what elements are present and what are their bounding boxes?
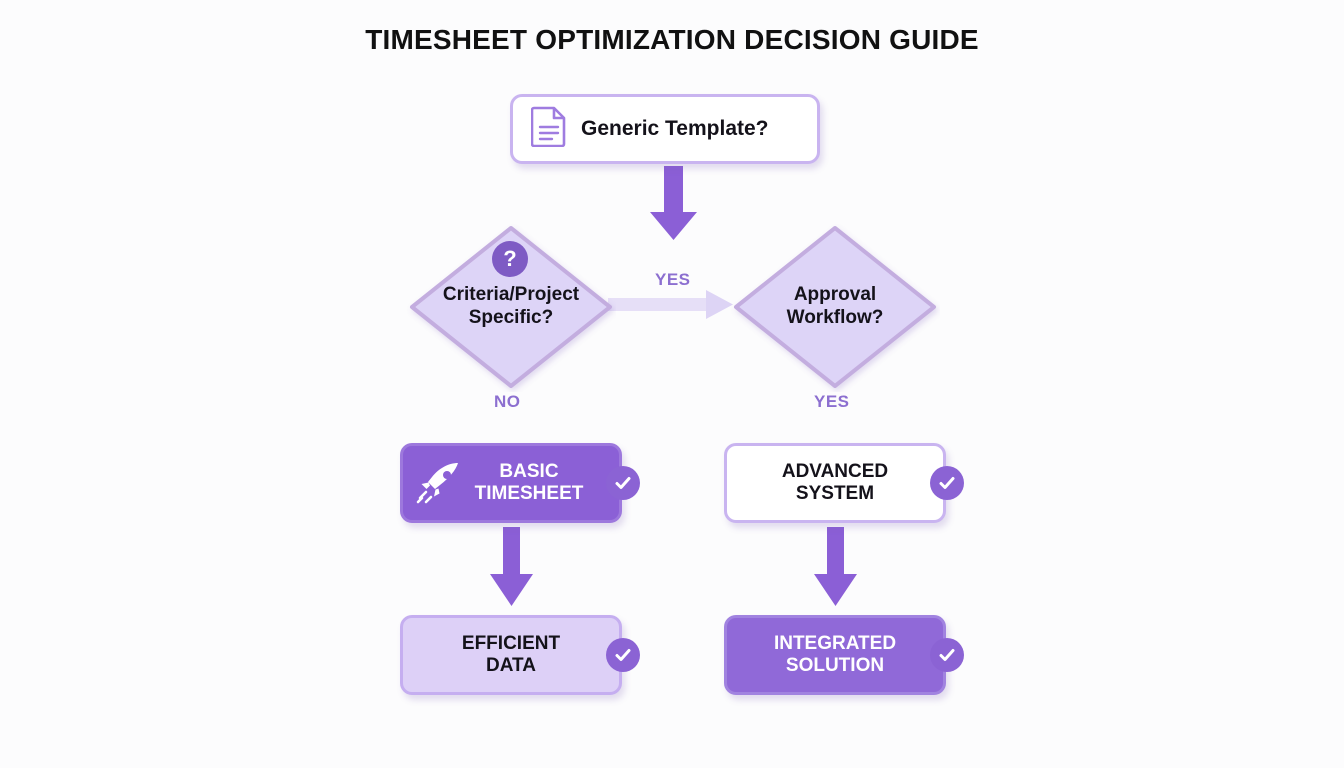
node-label-line2: SOLUTION [785,655,885,676]
edge-label-yes-middle: YES [655,270,691,289]
arrow-criteria-to-approval [608,290,733,319]
check-badge-icon [606,466,640,500]
node-approval-workflow[interactable]: Approval Workflow? [730,222,940,392]
node-advanced-system[interactable]: ADVANCED SYSTEM [724,443,946,523]
node-basic-timesheet[interactable]: BASIC TIMESHEET [400,443,622,523]
page-title: TIMESHEET OPTIMIZATION DECISION GUIDE [365,24,979,55]
node-label-line2: DATA [486,655,536,676]
document-icon [530,105,567,154]
arrow-basic-to-efficient [490,527,533,606]
node-label: INTEGRATED SOLUTION [774,633,896,678]
diamond-shape [734,226,936,388]
arrow-start-to-criteria [650,166,697,240]
node-generic-template[interactable]: Generic Template? [510,94,820,164]
check-badge-icon [930,638,964,672]
node-label: EFFICIENT DATA [462,633,560,678]
diamond-shape [410,226,612,388]
node-label: BASIC TIMESHEET [475,461,584,506]
check-badge-icon [930,466,964,500]
node-label: Generic Template? [581,116,769,140]
check-badge-icon [606,638,640,672]
node-label-line1: INTEGRATED [773,632,897,654]
node-label-line1: EFFICIENT [461,632,561,654]
node-efficient-data[interactable]: EFFICIENT DATA [400,615,622,695]
arrow-advanced-to-integrated [814,527,857,606]
node-label-line2: SYSTEM [795,483,875,504]
node-label-line2: TIMESHEET [474,483,584,504]
node-integrated-solution[interactable]: INTEGRATED SOLUTION [724,615,946,695]
node-label-line1: ADVANCED [781,460,889,482]
node-label: ADVANCED SYSTEM [782,461,888,506]
rocket-icon [414,458,464,508]
edge-label-yes-right: YES [814,392,850,411]
edge-label-no: NO [494,392,521,411]
node-label-line1: BASIC [499,460,559,482]
question-badge-icon: ? [492,241,528,277]
